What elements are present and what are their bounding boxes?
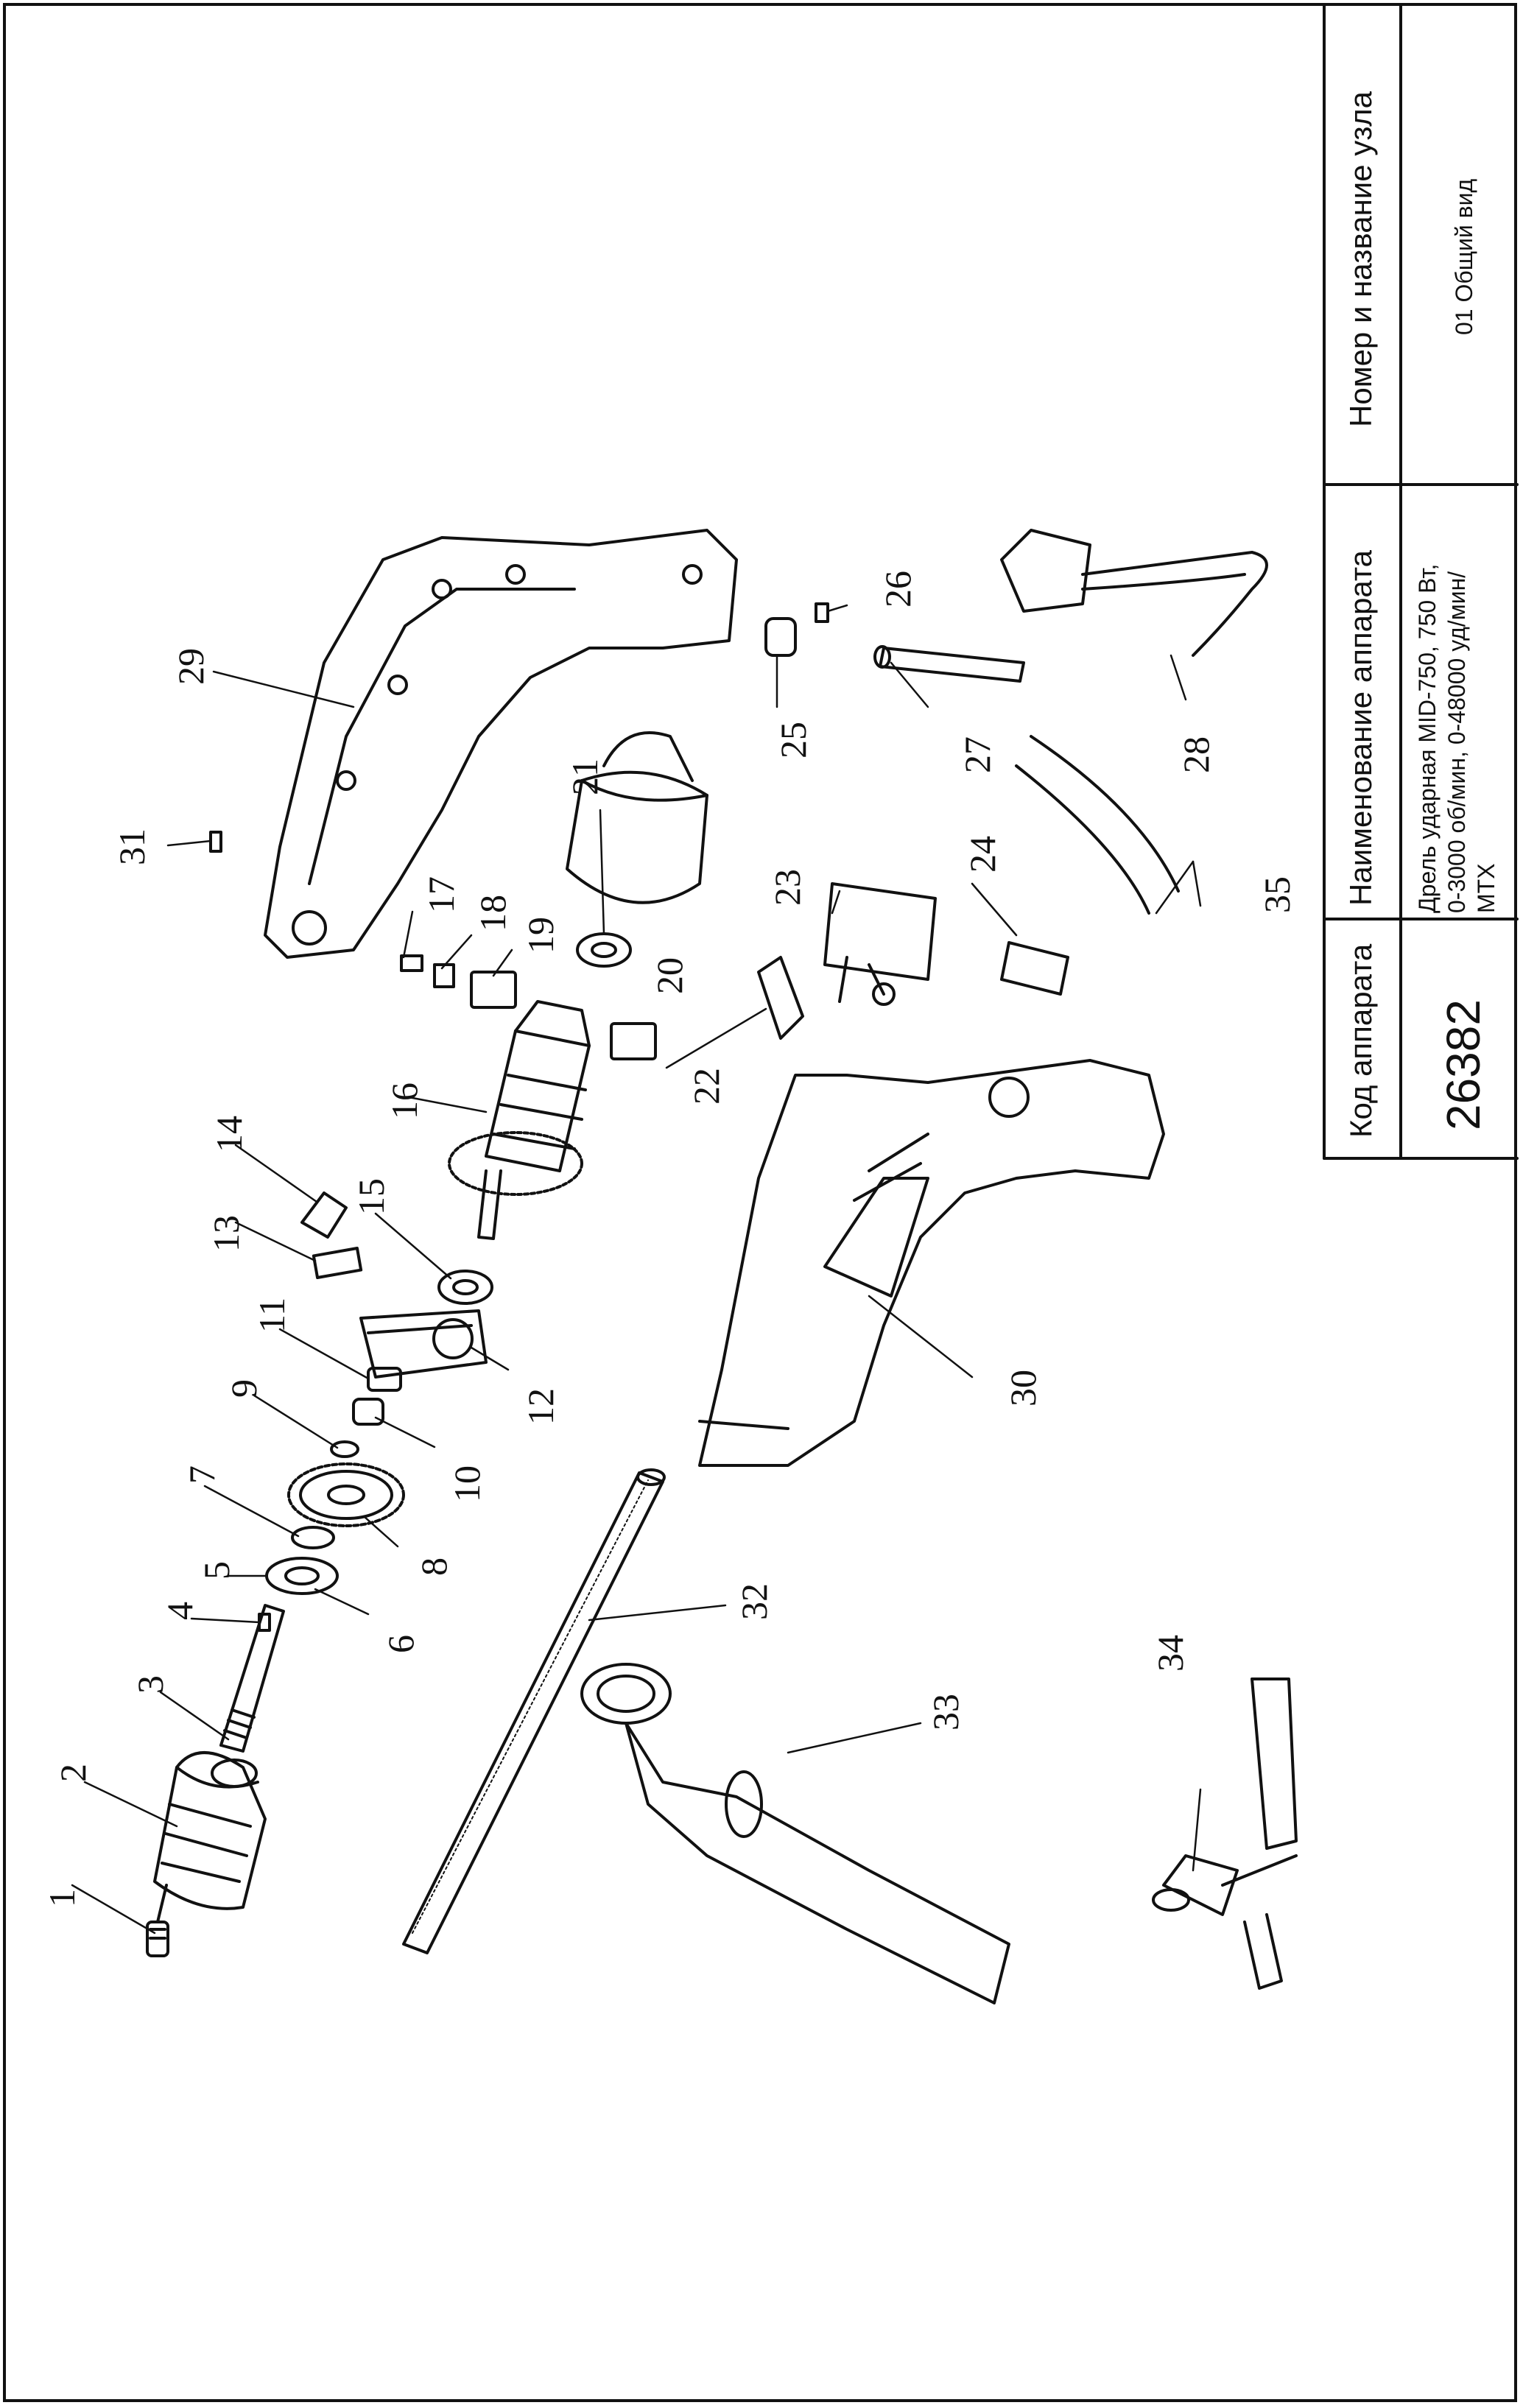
part-26-screw (815, 602, 829, 623)
part-3-spindle (219, 1604, 285, 1753)
part-14-lever (300, 1191, 348, 1239)
part-28-cord (1000, 529, 1268, 657)
callout-13: 13 (205, 1215, 247, 1252)
part-23-switch (823, 882, 937, 1006)
unit-header: Номер и название узла (1343, 91, 1378, 427)
part-17-brush-spring (400, 954, 423, 972)
callout-5: 5 (196, 1561, 237, 1580)
callout-28: 28 (1175, 736, 1217, 773)
name-value-line2: 0-3000 об/мин, 0-48000 уд/мин/ (1443, 571, 1470, 913)
name-value-line3: MTX (1473, 863, 1499, 913)
code-value: 26382 (1437, 999, 1490, 1130)
part-13-plate (312, 1247, 363, 1279)
part-25-clamp (764, 617, 797, 657)
callout-21: 21 (564, 758, 605, 795)
callout-14: 14 (208, 1116, 250, 1152)
part-12-housing (359, 1309, 488, 1379)
callout-30: 30 (1002, 1370, 1044, 1407)
part-10-bearing (352, 1398, 384, 1426)
callout-33: 33 (925, 1694, 966, 1731)
callout-18: 18 (472, 895, 513, 932)
callout-22: 22 (686, 1068, 727, 1105)
code-header: Код аппарата (1343, 943, 1378, 1138)
part-24-capacitor (1000, 941, 1069, 996)
callout-17: 17 (421, 876, 462, 913)
part-35-wire-b (1015, 764, 1150, 915)
leader-lines (71, 604, 1202, 1935)
part-15-bearing (437, 1270, 493, 1305)
part-34-chuck-key (1152, 1677, 1298, 1990)
drawing-sheet (3, 3, 1517, 2402)
callout-32: 32 (734, 1583, 775, 1620)
callout-12: 12 (520, 1388, 561, 1425)
callout-9: 9 (223, 1379, 264, 1398)
part-31-screw (209, 831, 222, 853)
part-29-housing-half (264, 529, 738, 959)
part-16-armature (448, 1000, 591, 1240)
callout-25: 25 (773, 722, 814, 758)
name-value-line1: Дрель ударная MID-750, 750 Вт, (1414, 563, 1441, 913)
callout-31: 31 (111, 828, 152, 865)
part-20-bearing (576, 932, 632, 968)
part-8-gear (287, 1462, 405, 1527)
callout-29: 29 (170, 648, 211, 685)
part-1-screw (146, 1884, 169, 1957)
callout-35: 35 (1256, 876, 1298, 913)
unit-value: 01 Общий вид (1451, 178, 1477, 335)
callout-23: 23 (767, 869, 808, 906)
part-6-bearing (265, 1557, 339, 1595)
callout-26: 26 (877, 571, 918, 608)
part-33-side-handle (580, 1663, 1010, 2004)
part-7-ring (291, 1526, 335, 1549)
part-19b-brush-holder (610, 1022, 657, 1060)
name-header: Наименование аппарата (1343, 550, 1378, 906)
part-27-sleeve (873, 645, 1025, 683)
callout-27: 27 (957, 736, 998, 773)
callout-6: 6 (380, 1635, 421, 1653)
part-9-circlip (330, 1440, 359, 1458)
callout-16: 16 (384, 1082, 425, 1119)
title-block-grid (1323, 4, 1519, 1160)
part-18-brush (433, 963, 455, 988)
callout-10: 10 (446, 1465, 488, 1502)
callout-7: 7 (181, 1465, 222, 1484)
callout-11: 11 (251, 1297, 292, 1333)
part-30-housing (698, 1059, 1165, 1467)
callout-1: 1 (41, 1889, 82, 1907)
part-19-brush-holder (470, 971, 517, 1009)
part-32-depth-rod (402, 1468, 666, 1954)
callout-19: 19 (520, 917, 561, 954)
part-35-wire-a (1030, 735, 1180, 893)
part-2-chuck (153, 1751, 267, 1910)
part-22-button (757, 956, 804, 1040)
callout-2: 2 (52, 1764, 94, 1782)
callout-4: 4 (159, 1602, 200, 1620)
callout-20: 20 (649, 957, 690, 994)
callout-34: 34 (1150, 1635, 1191, 1672)
callout-24: 24 (962, 836, 1003, 873)
callout-15: 15 (351, 1178, 392, 1215)
part-21-stator (566, 731, 708, 904)
callout-3: 3 (130, 1675, 171, 1694)
callout-8: 8 (413, 1557, 454, 1576)
